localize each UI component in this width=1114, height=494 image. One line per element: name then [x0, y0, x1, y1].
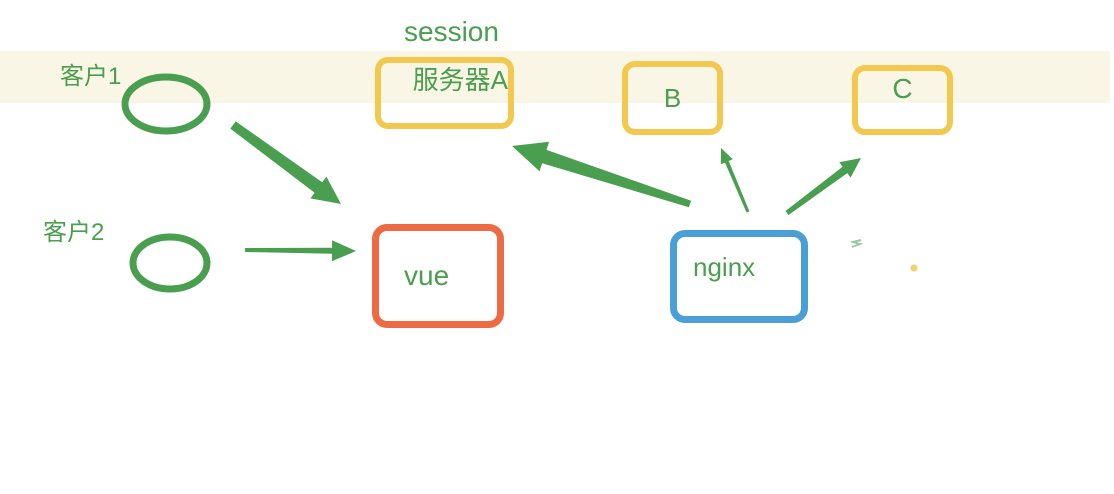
client1-ellipse[interactable] [121, 73, 211, 135]
arrow-nginx-to-server-a[interactable] [512, 141, 692, 208]
session-label: session [404, 16, 499, 47]
arrow-nginx-to-b[interactable] [720, 148, 750, 213]
client1-label: 客户1 [60, 63, 122, 90]
arrow-client2-to-vue[interactable] [245, 240, 356, 262]
arrow-nginx-to-c[interactable] [785, 158, 862, 215]
node-nginx-label: nginx [693, 252, 756, 283]
node-vue-label: vue [404, 259, 450, 291]
node-server-a-label: 服务器A [412, 65, 508, 95]
client2-ellipse[interactable] [129, 233, 211, 293]
node-nginx[interactable]: nginx [670, 230, 808, 323]
node-server-c[interactable]: C [852, 65, 953, 135]
node-server-a[interactable]: 服务器A [375, 57, 514, 129]
node-vue[interactable]: vue [372, 224, 504, 328]
tiny-scribble[interactable] [849, 239, 864, 248]
small-yellow-dot[interactable] [910, 264, 918, 272]
node-server-c-label: C [892, 73, 913, 104]
client2-label: 客户2 [43, 219, 105, 246]
node-server-b-label: B [663, 82, 682, 113]
arrow-client1-to-vue[interactable] [230, 121, 341, 204]
node-server-b[interactable]: B [622, 61, 723, 135]
